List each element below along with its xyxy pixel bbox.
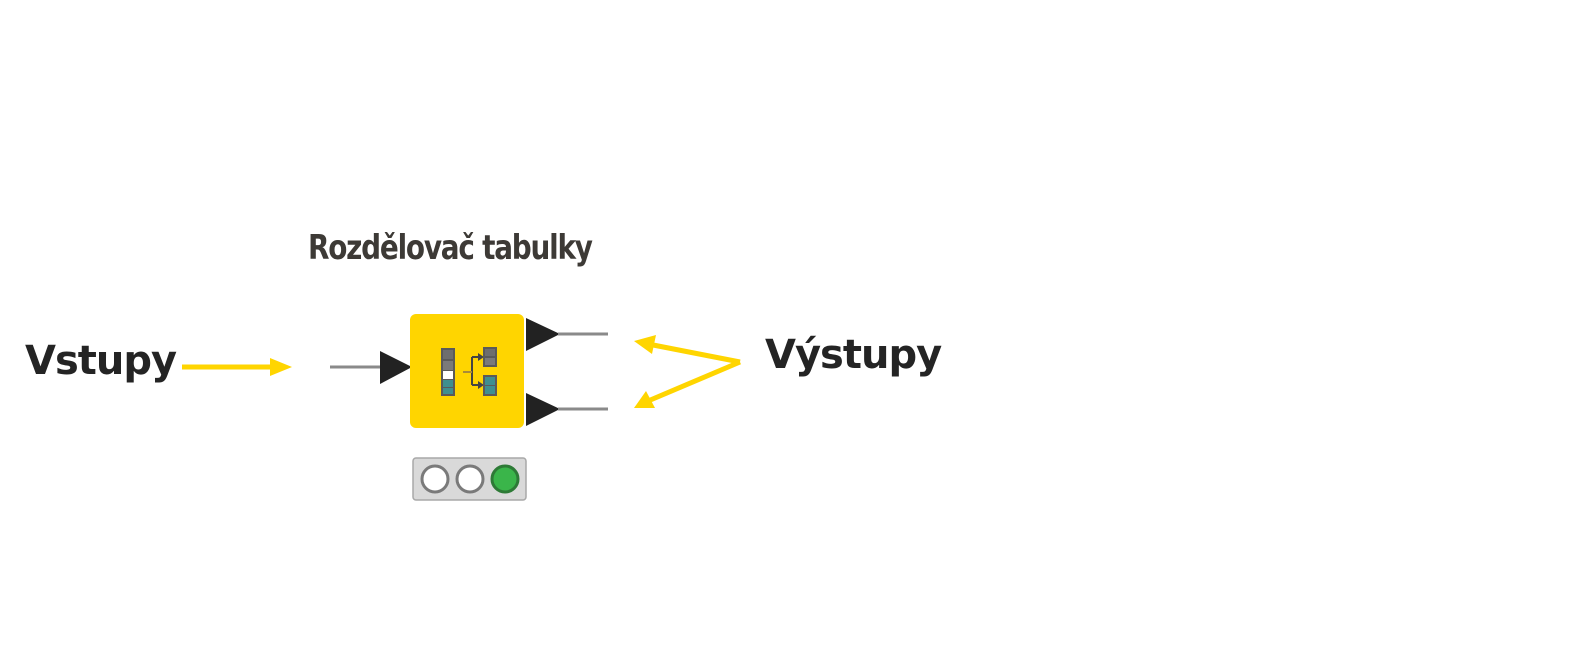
status-light-off-2 bbox=[455, 464, 485, 494]
output-port-top[interactable] bbox=[526, 318, 560, 351]
status-light-off-1 bbox=[420, 464, 450, 494]
node-status-indicator bbox=[412, 457, 527, 501]
status-light-green bbox=[490, 464, 520, 494]
table-split-icon bbox=[441, 347, 497, 396]
outputs-annotation-arrows bbox=[634, 335, 741, 408]
node-title: Rozdělovač tabulky bbox=[308, 228, 593, 268]
outputs-label: Výstupy bbox=[765, 332, 942, 378]
input-port[interactable] bbox=[380, 351, 412, 384]
inputs-annotation-arrow bbox=[182, 358, 292, 376]
output-port-bottom[interactable] bbox=[526, 393, 560, 426]
inputs-label: Vstupy bbox=[25, 338, 177, 384]
